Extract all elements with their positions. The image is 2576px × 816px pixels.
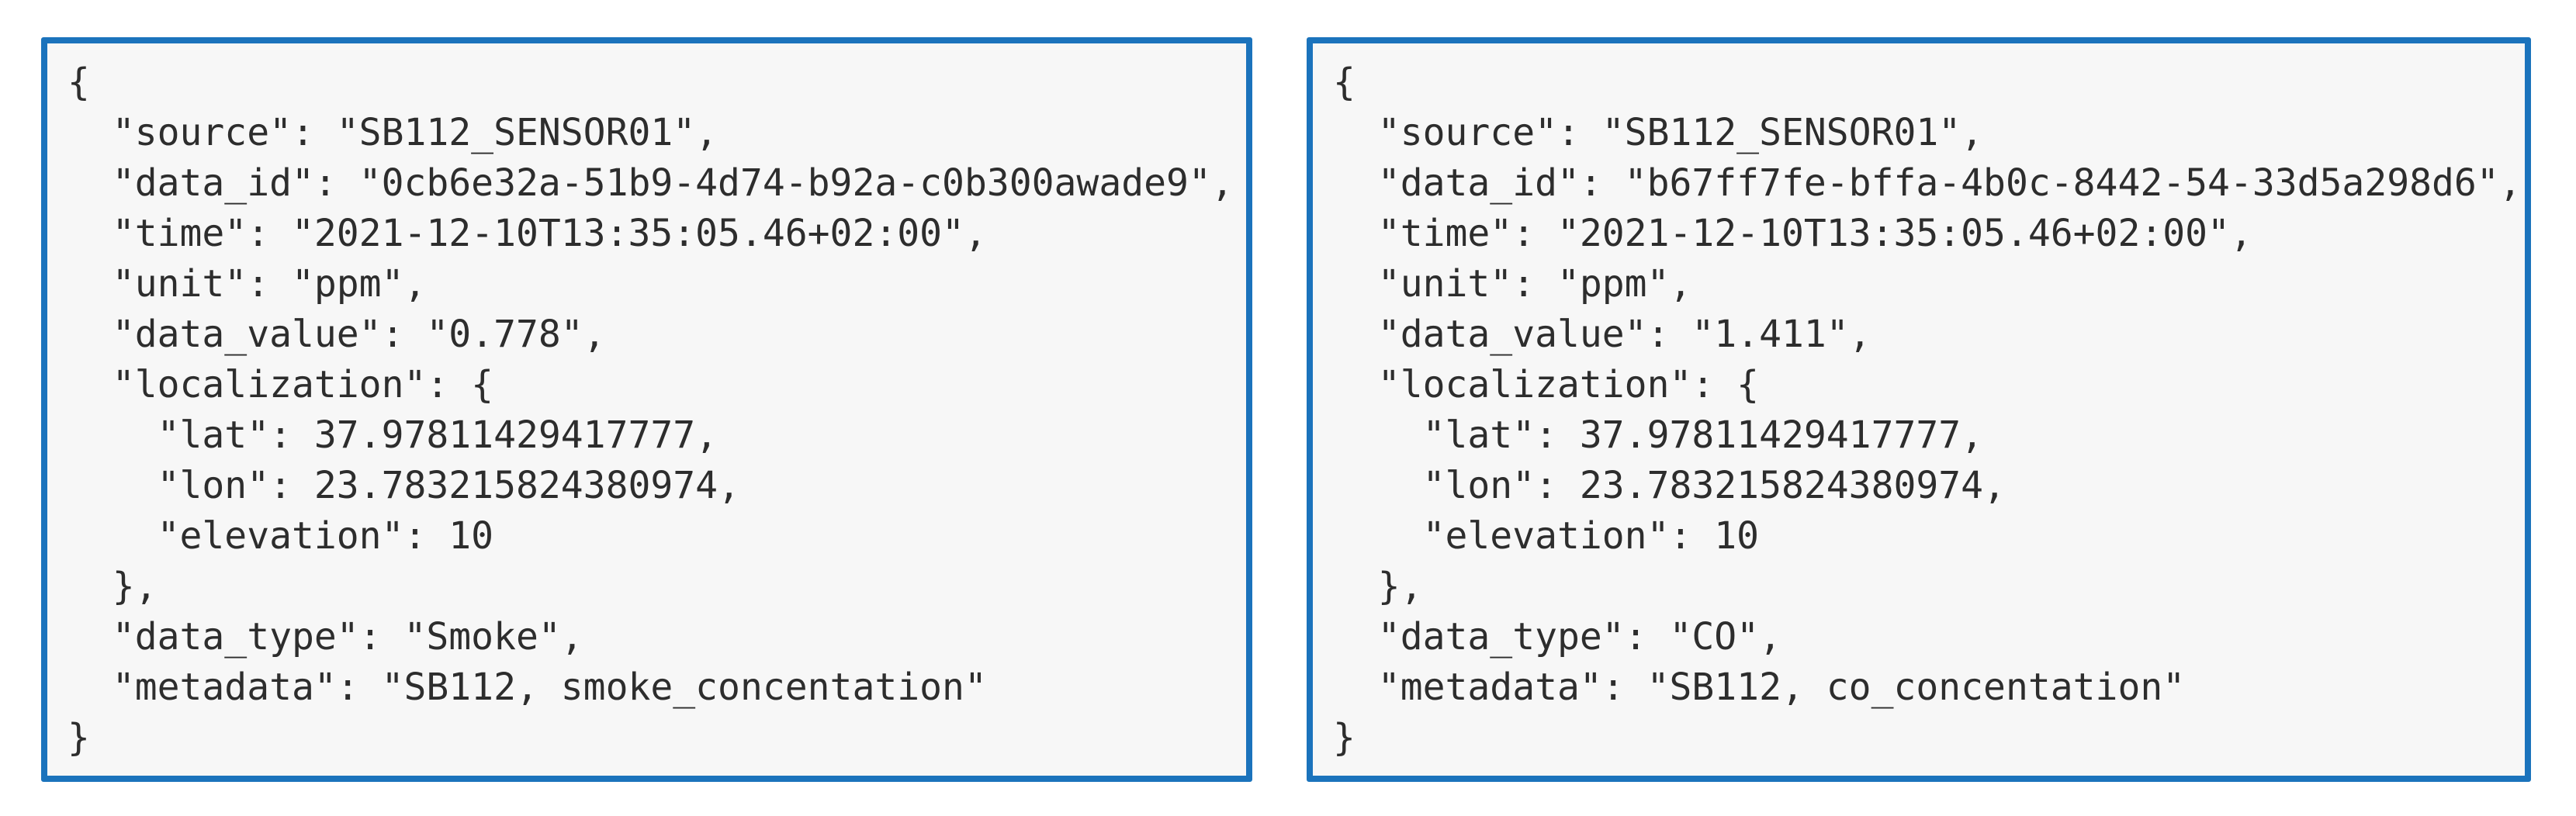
json-code-block-co: { "source": "SB112_SENSOR01", "data_id":… <box>1307 37 2531 782</box>
json-code-block-smoke: { "source": "SB112_SENSOR01", "data_id":… <box>41 37 1252 782</box>
